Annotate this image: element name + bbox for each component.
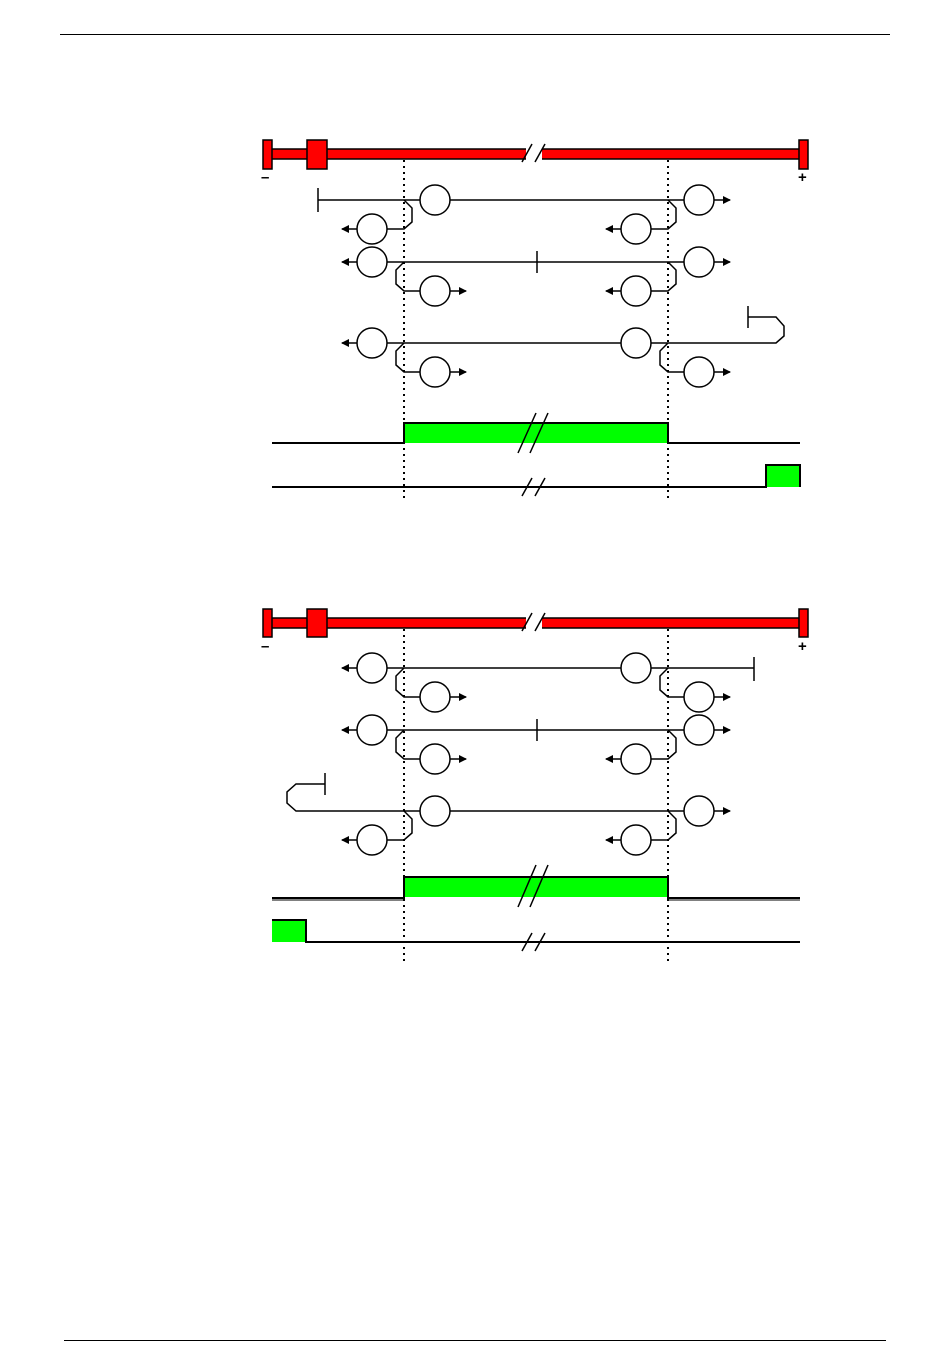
- carriage-block: [307, 140, 327, 169]
- signal-2-trace: [272, 465, 800, 496]
- signal-2-trace: [272, 920, 800, 951]
- carriage-block: [307, 609, 327, 637]
- signal-1-trace: [272, 865, 800, 907]
- axis-bar: [263, 609, 808, 637]
- minus-label: –: [261, 169, 269, 186]
- minus-limit-block: [263, 609, 272, 637]
- motion-paths: [287, 653, 754, 855]
- minus-label: –: [261, 638, 269, 655]
- diagram-top: – +: [0, 130, 950, 530]
- plus-label: +: [798, 169, 807, 186]
- plus-limit-block: [799, 140, 808, 169]
- plus-limit-block: [799, 609, 808, 637]
- motion-paths: [318, 185, 784, 387]
- minus-limit-block: [263, 140, 272, 169]
- footer-rule: [64, 1340, 886, 1341]
- diagram-bottom-svg: – +: [0, 598, 950, 998]
- plus-label: +: [798, 638, 807, 655]
- header-rule: [60, 34, 890, 35]
- signal-1-trace: [272, 413, 800, 453]
- axis-bar: [263, 140, 808, 169]
- diagram-bottom: – +: [0, 598, 950, 998]
- diagram-top-svg: – +: [0, 130, 950, 530]
